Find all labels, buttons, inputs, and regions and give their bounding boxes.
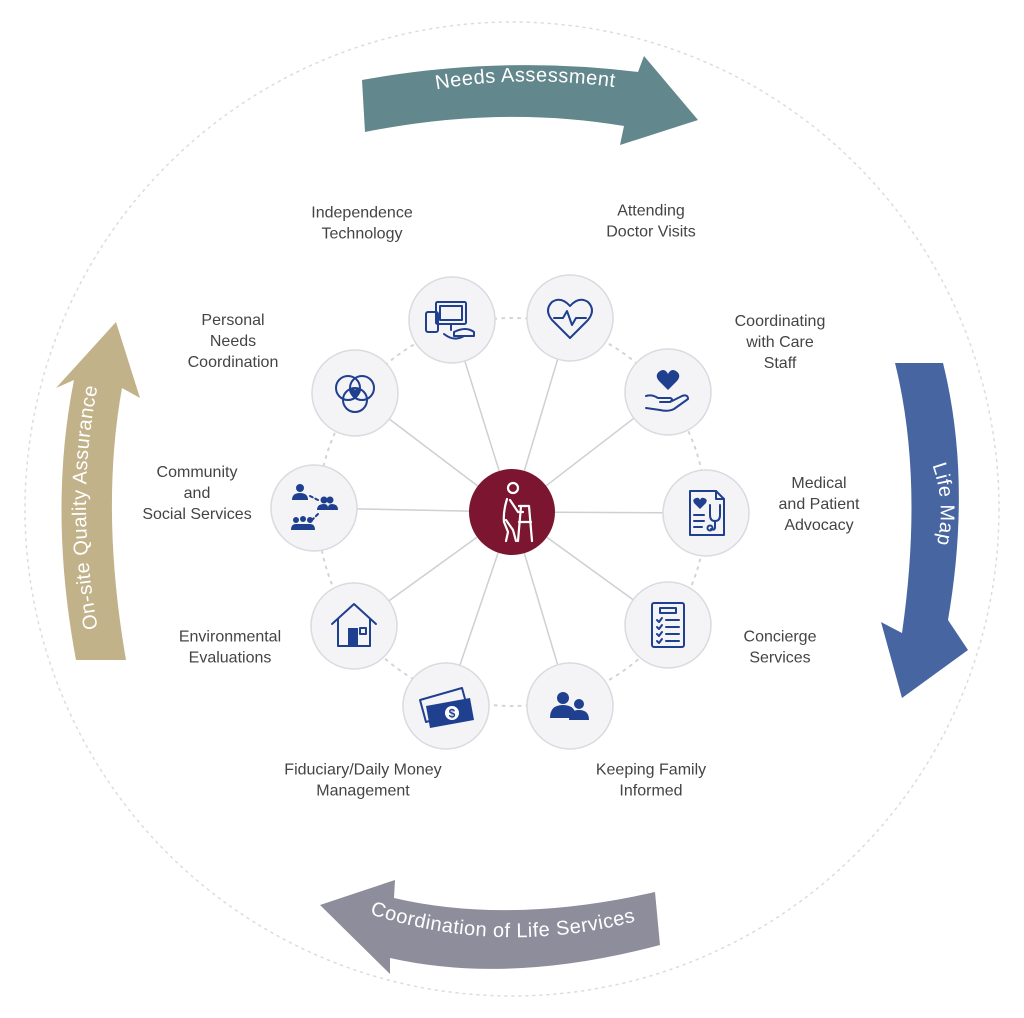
service-label-line: Social Services [142, 506, 251, 523]
spoke-lines [356, 358, 664, 666]
service-label-line: Fiduciary/Daily Money [284, 762, 441, 779]
spoke-heartbeat [523, 358, 559, 472]
money-icon: $ [419, 687, 474, 728]
node-circle [624, 348, 712, 436]
service-label-line: Services [749, 650, 810, 667]
spoke-checklist [546, 536, 634, 601]
spoke-house [388, 536, 478, 602]
node-circle [662, 469, 750, 557]
cycle-arrow-quality-assurance: On-site Quality Assurance [56, 322, 140, 660]
spoke-medical-report [554, 511, 664, 514]
service-label-line: Doctor Visits [606, 224, 696, 241]
service-label-line: and [184, 485, 211, 502]
service-label-line: Management [316, 783, 410, 800]
service-label-line: Concierge [744, 629, 817, 646]
cycle-arrow-needs-assessment: Needs Assessment [362, 56, 698, 145]
needs-assessment-arrow-shape [362, 56, 698, 145]
service-label-line: Medical [791, 475, 846, 492]
medical-report-icon [689, 490, 725, 536]
spoke-heart-hand [545, 417, 635, 487]
service-label-line: Coordination [188, 354, 279, 371]
service-label-line: Independence [311, 205, 413, 222]
cycle-arrow-coordination: Coordination of Life Services [320, 880, 660, 974]
network-people-icon [291, 484, 338, 530]
spoke-network-people [356, 508, 470, 512]
service-label-line: Community [157, 464, 238, 481]
devices-icon [425, 301, 475, 340]
node-circle [624, 581, 712, 669]
svg-text:$: $ [449, 707, 456, 721]
spoke-money [459, 552, 499, 666]
service-label-line: Informed [619, 783, 682, 800]
service-label-line: Keeping Family [596, 762, 706, 779]
spoke-devices [464, 360, 500, 472]
service-label-line: with Care [745, 334, 814, 351]
center-hub [469, 469, 555, 555]
service-label-line: and Patient [779, 496, 861, 513]
service-label-line: Coordinating [735, 313, 826, 330]
checklist-icon [651, 602, 685, 648]
service-label-line: Environmental [179, 629, 281, 646]
service-label-line: Technology [322, 226, 403, 243]
cycle-arrow-life-map: Life Map [881, 363, 968, 698]
service-label-line: Advocacy [784, 517, 853, 534]
node-circle [526, 662, 614, 750]
service-label-line: Personal [201, 312, 264, 329]
service-label-line: Needs [210, 333, 256, 350]
service-label-line: Evaluations [189, 650, 272, 667]
node-circle [270, 464, 358, 552]
house-icon [331, 603, 377, 647]
heart-hand-icon [645, 370, 689, 412]
service-label-line: Staff [764, 355, 797, 372]
outer-dotted-ring [24, 21, 1000, 997]
center-circle [469, 469, 555, 555]
venn-heart-icon [335, 375, 375, 413]
heartbeat-icon [547, 298, 593, 339]
spoke-family [523, 552, 559, 666]
quality-assurance-arrow-shape [56, 322, 140, 660]
node-circle [310, 582, 398, 670]
person-with-walker-icon [502, 481, 534, 543]
spoke-venn-heart [388, 418, 479, 487]
family-icon [550, 692, 589, 720]
service-label-line: Attending [617, 203, 685, 220]
life-map-arrow-shape [881, 363, 968, 698]
coordination-arrow-shape [320, 880, 660, 974]
